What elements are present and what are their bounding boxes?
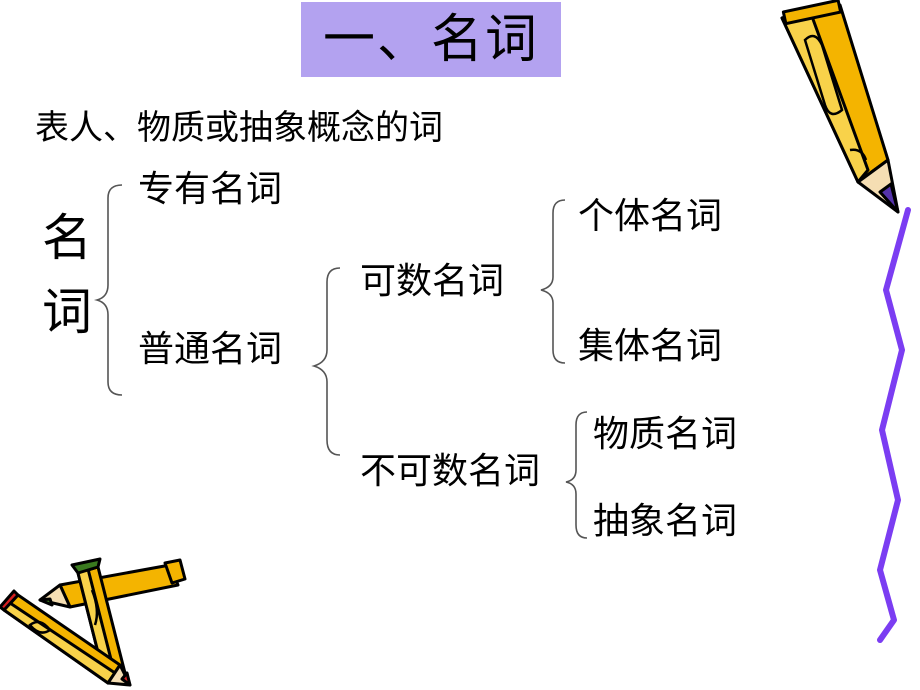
root-char-2: 词 [42,283,92,341]
root-char-1: 名 [42,209,92,267]
pencil-large-icon [780,0,900,214]
definition-text: 表人、物质或抽象概念的词 [35,108,443,148]
label-common-noun: 普通名词 [138,329,283,370]
label-countable-noun: 可数名词 [360,261,505,302]
pencil-small-icon [0,557,187,687]
zigzag-line-icon [877,207,911,643]
bracket-uncountable [565,411,588,539]
label-collective-noun: 集体名词 [578,326,723,367]
bracket-common [311,267,341,456]
label-abstract-noun: 抽象名词 [593,501,738,542]
label-individual-noun: 个体名词 [578,196,723,237]
label-uncountable-noun: 不可数名词 [360,451,541,492]
label-material-noun: 物质名词 [593,414,738,455]
slide-title: 一、名词 [301,2,561,77]
slide-title-text: 一、名词 [322,9,539,70]
label-proper-noun: 专有名词 [138,169,283,210]
bracket-countable [540,199,566,364]
bracket-root [93,184,123,396]
